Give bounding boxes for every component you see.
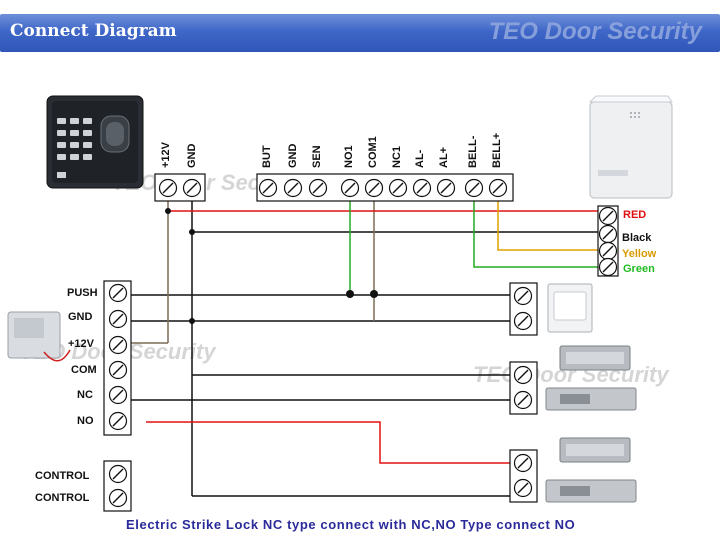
power-terminal-label-gnd: GND — [68, 311, 93, 323]
main-terminal-label: NC1 — [391, 145, 403, 168]
screw-slot — [112, 415, 124, 427]
red-wires — [146, 210, 598, 464]
header-bar — [0, 14, 720, 52]
screw-slot — [112, 364, 124, 376]
power-terminal-label-push: PUSH — [67, 287, 98, 299]
main-terminal-label: AL- — [414, 149, 426, 168]
main-terminal-label: COM1 — [367, 136, 379, 168]
green-wires — [349, 195, 598, 294]
screw-slot — [602, 228, 614, 240]
screw-slot — [602, 210, 614, 222]
screw-slot — [517, 394, 529, 406]
footer-caption: Electric Strike Lock NC type connect wit… — [126, 517, 576, 532]
screw-slot — [440, 182, 452, 194]
main-terminal-label: BELL- — [467, 135, 479, 168]
screw-slot — [517, 369, 529, 381]
bell-wire-label-yellow: Yellow — [622, 248, 657, 260]
screw-slot — [112, 339, 124, 351]
power-terminal-label-no: NO — [77, 415, 94, 427]
control-terminal-label: CONTROL — [35, 492, 90, 504]
door-bell-device — [588, 95, 673, 199]
screw-slot — [416, 182, 428, 194]
bell-wire-label-red: RED — [623, 209, 647, 221]
power-terminal-label-com: COM — [71, 364, 97, 376]
screw-slot — [112, 287, 124, 299]
fingerprint-keypad-device — [46, 95, 144, 189]
power-terminal-block — [103, 280, 132, 436]
power-terminal-label-12v: +12V — [68, 338, 94, 350]
main-terminal-label: AL+ — [438, 146, 450, 168]
screw-slot — [517, 315, 529, 327]
bell-wire-label-green: Green — [623, 263, 655, 275]
main-terminal-label: SEN — [311, 145, 323, 168]
screw-slot — [112, 492, 124, 504]
reader-terminal-label: GND — [186, 143, 198, 168]
diagram-title: Connect Diagram — [10, 21, 177, 41]
reader-terminal-label: +12V — [160, 142, 172, 168]
screw-slot — [344, 182, 356, 194]
main-terminal-label: BELL+ — [491, 132, 503, 168]
screw-slot — [517, 457, 529, 469]
terminal-blocks — [103, 173, 619, 512]
black-wires — [131, 195, 598, 497]
junction-dots — [165, 208, 378, 324]
screw-slot — [186, 182, 198, 194]
bell-wire-label-black: Black — [622, 232, 652, 244]
screw-slot — [112, 389, 124, 401]
screw-slot — [517, 290, 529, 302]
power-supply-device — [7, 311, 71, 362]
screw-slot — [112, 468, 124, 480]
screw-slot — [602, 261, 614, 273]
screw-slot — [517, 482, 529, 494]
main-terminal-label: GND — [287, 143, 299, 168]
screw-slot — [602, 245, 614, 257]
main-terminal-label: BUT — [261, 145, 273, 168]
screw-slot — [262, 182, 274, 194]
header-banner: Connect Diagram TEO Door Security — [0, 14, 720, 52]
control-terminal-label: CONTROL — [35, 470, 90, 482]
screw-slot — [312, 182, 324, 194]
electric-strike-lock-top — [545, 345, 637, 411]
screw-slot — [368, 182, 380, 194]
exit-button-device — [547, 283, 593, 333]
screw-slot — [392, 182, 404, 194]
screw-slot — [112, 313, 124, 325]
yellow-wire — [497, 195, 598, 251]
main-terminal-label: NO1 — [343, 145, 355, 168]
electric-strike-lock-bottom — [545, 437, 637, 503]
screw-slot — [492, 182, 504, 194]
brand-watermark: TEO Door Security — [488, 18, 702, 45]
brown-wires — [131, 195, 375, 344]
screw-slot — [287, 182, 299, 194]
screw-slot — [468, 182, 480, 194]
power-terminal-label-nc: NC — [77, 389, 93, 401]
screw-slot — [162, 182, 174, 194]
